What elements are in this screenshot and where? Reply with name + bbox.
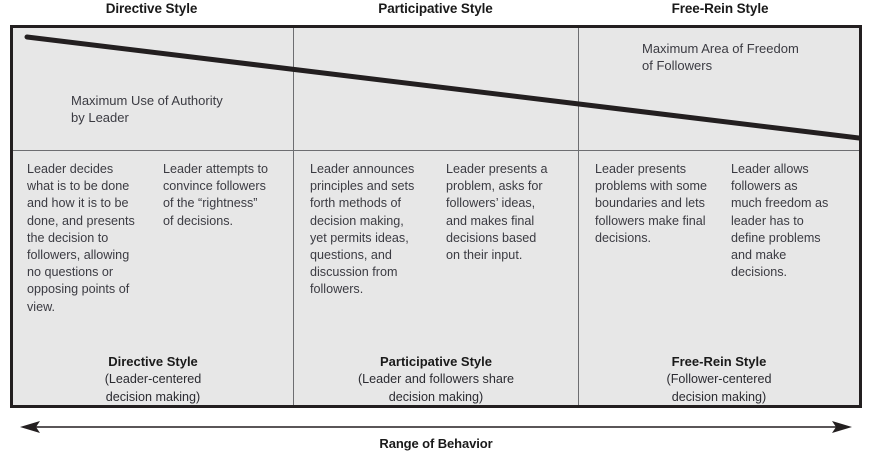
range-of-behavior-label: Range of Behavior <box>379 436 493 451</box>
summary-sub-participative: (Leader and followers share decision mak… <box>357 372 515 404</box>
band-divider <box>13 150 859 151</box>
cell-participative-2: Leader presents a problem, asks for foll… <box>446 162 548 263</box>
maximum-freedom-caption: Maximum Area of Freedom of Followers <box>642 41 799 73</box>
column-divider-1 <box>293 28 294 405</box>
continuum-box-inner: Maximum Use of Authority by Leader Maxim… <box>13 28 859 405</box>
summary-title-participative: Participative Style <box>380 354 492 369</box>
cell-participative-1: Leader announces principles and sets for… <box>310 162 415 297</box>
section-free-rein-cells: Leader presents problems with some bound… <box>579 151 859 281</box>
cell-directive-1: Leader decides what is to be done and ho… <box>27 162 135 314</box>
summary-participative: Participative Style (Leader and follower… <box>294 353 578 405</box>
section-free-rein: Leader presents problems with some bound… <box>579 151 859 405</box>
column-headers: Directive Style Participative Style Free… <box>10 0 862 24</box>
maximum-authority-caption: Maximum Use of Authority by Leader <box>71 93 223 125</box>
continuum-box: Maximum Use of Authority by Leader Maxim… <box>10 25 862 408</box>
summary-directive: Directive Style (Leader-centered decisio… <box>13 353 293 405</box>
cell-directive-2: Leader attempts to convince followers of… <box>163 162 269 228</box>
column-divider-2 <box>578 28 579 405</box>
column-header-participative: Participative Style <box>378 1 493 16</box>
summary-title-free-rein: Free-Rein Style <box>671 354 767 369</box>
section-participative-cells: Leader announces principles and sets for… <box>294 151 578 299</box>
summary-sub-directive: (Leader-centered decision making) <box>104 372 202 404</box>
column-header-directive: Directive Style <box>105 1 198 16</box>
description-band: Leader decides what is to be done and ho… <box>13 151 859 405</box>
section-participative: Leader announces principles and sets for… <box>294 151 578 405</box>
cell-free-rein-2: Leader allows followers as much freedom … <box>731 162 829 280</box>
column-header-free-rein: Free-Rein Style <box>671 1 769 16</box>
section-directive-cells: Leader decides what is to be done and ho… <box>13 151 293 316</box>
section-directive: Leader decides what is to be done and ho… <box>13 151 293 405</box>
summary-free-rein: Free-Rein Style (Follower-centered decis… <box>579 353 859 405</box>
summary-sub-free-rein: (Follower-centered decision making) <box>666 372 772 404</box>
summary-title-directive: Directive Style <box>108 354 198 369</box>
range-of-behavior-arrow-icon <box>20 421 852 433</box>
cell-free-rein-1: Leader presents problems with some bound… <box>595 162 707 245</box>
